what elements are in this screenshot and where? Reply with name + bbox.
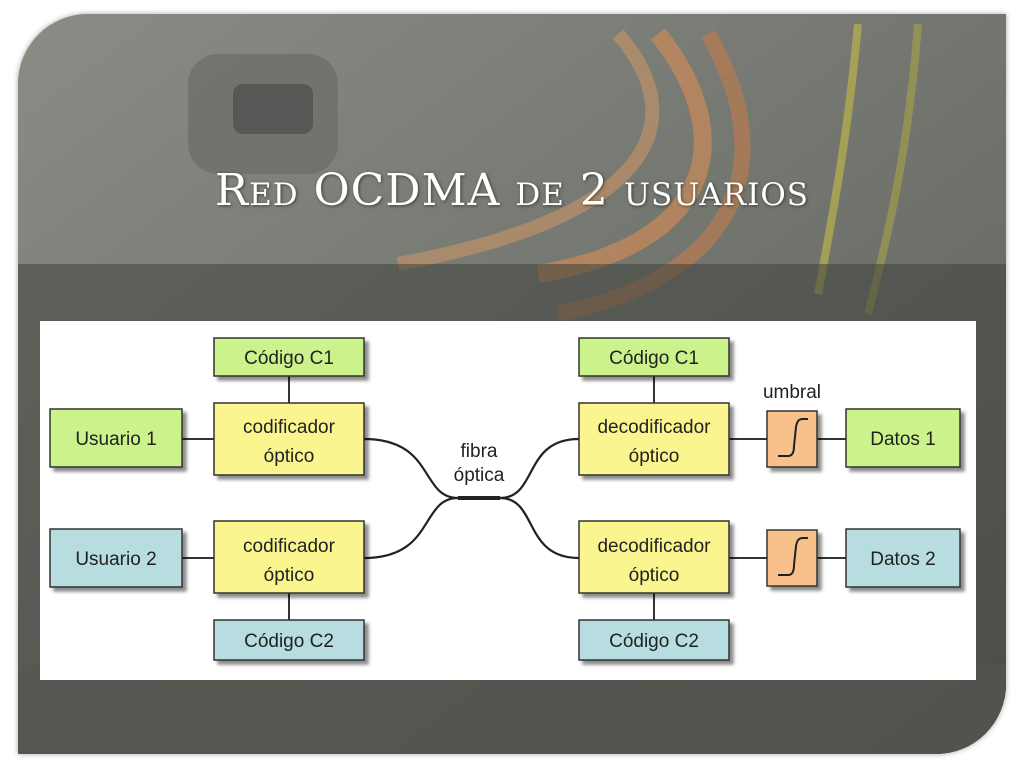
ocdma-diagram: fibra óptica Código C1 Código C2 Usuario… [40,321,976,680]
user-1-box: Usuario 1 [49,408,183,468]
user-2-label: Usuario 2 [75,549,156,570]
fiber-branch-encoder-1 [363,437,459,500]
decoder-1-box: decodificador óptico [578,402,730,476]
decoder-1-label-line-1: decodificador [597,417,711,438]
encoder-2-label-line-2: óptico [264,565,315,586]
slide-title: Red OCDMA de 2 usuarios [214,165,810,216]
code-c1-rx-box: Código C1 [578,337,730,377]
user-2-box: Usuario 2 [49,528,183,588]
fiber-branch-decoder-1 [499,437,580,500]
optical-fiber [363,437,580,560]
decoder-2-box: decodificador óptico [578,520,730,594]
data-2-box: Datos 2 [845,528,961,588]
threshold-label: umbral [763,382,821,403]
decoder-2-label-line-2: óptico [629,565,680,586]
decoder-1-label-line-2: óptico [629,446,680,467]
encoder-1-label-line-1: codificador [243,417,336,438]
encoder-1-label-line-2: óptico [264,446,315,467]
code-c1-rx-label: Código C1 [609,348,699,369]
code-c2-tx-box: Código C2 [213,619,365,661]
code-c2-rx-box: Código C2 [578,619,730,661]
code-c1-tx-box: Código C1 [213,337,365,377]
fiber-label-line-2: óptica [454,465,505,486]
decoder-2-label-line-1: decodificador [597,536,711,557]
code-c1-tx-label: Código C1 [244,348,334,369]
user-1-label: Usuario 1 [75,429,156,450]
code-c2-tx-label: Código C2 [244,631,334,652]
diagram-canvas: fibra óptica Código C1 Código C2 Usuario… [49,337,961,661]
fiber-branch-decoder-2 [499,496,580,560]
code-c2-rx-label: Código C2 [609,631,699,652]
fiber-label-line-1: fibra [461,441,498,462]
data-1-box: Datos 1 [845,408,961,468]
encoder-1-box: codificador óptico [213,402,365,476]
data-1-label: Datos 1 [870,429,935,450]
encoder-2-label-line-1: codificador [243,536,336,557]
threshold-1-step-icon [778,418,808,457]
threshold-2-step-icon [778,537,808,576]
connection-lines [182,376,846,620]
encoder-2-box: codificador óptico [213,520,365,594]
fiber-branch-encoder-2 [363,496,459,560]
threshold-2-box [766,529,818,587]
threshold-1-box [766,410,818,468]
data-2-label: Datos 2 [870,549,935,570]
